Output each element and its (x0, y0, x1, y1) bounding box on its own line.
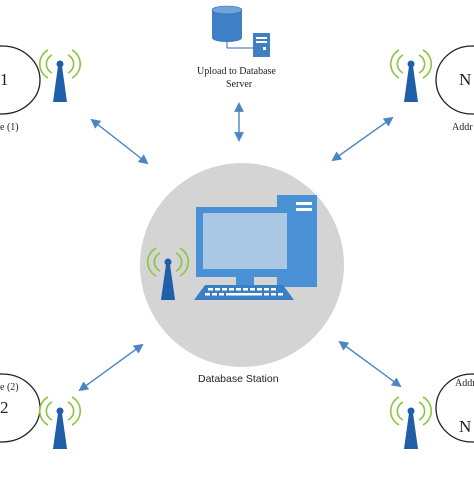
arrow-bottom-right (338, 340, 402, 388)
node-ellipse-bottom-right (435, 373, 474, 443)
node-caption-bottom-right: Addr (455, 378, 474, 389)
antenna-icon-bottom-right (390, 396, 432, 449)
station-label: Database Station (198, 373, 279, 385)
computer-icon (194, 195, 317, 300)
node-number-top-left: 1 (0, 70, 9, 89)
node-ellipse-top-left (0, 45, 41, 115)
arrow-bottom-left (78, 343, 144, 392)
node-number-bottom-left: 2 (0, 398, 9, 417)
node-caption-bottom-left: e (2) (0, 382, 19, 393)
antenna-icon-bottom-left (39, 396, 81, 449)
node-number-bottom-right: N (459, 417, 472, 436)
arrow-top-right (331, 116, 394, 162)
node-caption-top-left: e (1) (0, 122, 19, 133)
antenna-icon-top-right (390, 49, 432, 102)
antenna-icon-top-left (39, 49, 81, 102)
database-server-icon (211, 5, 270, 57)
node-number-top-right: N (459, 70, 472, 89)
db-server-label-line1: Upload to Database (197, 66, 276, 77)
antenna-icon-station (147, 247, 189, 300)
db-server-label-line2: Server (226, 79, 253, 90)
node-ellipse-top-right (435, 45, 474, 115)
node-caption-top-right: Addr (452, 122, 473, 133)
arrow-top-left (90, 118, 149, 165)
